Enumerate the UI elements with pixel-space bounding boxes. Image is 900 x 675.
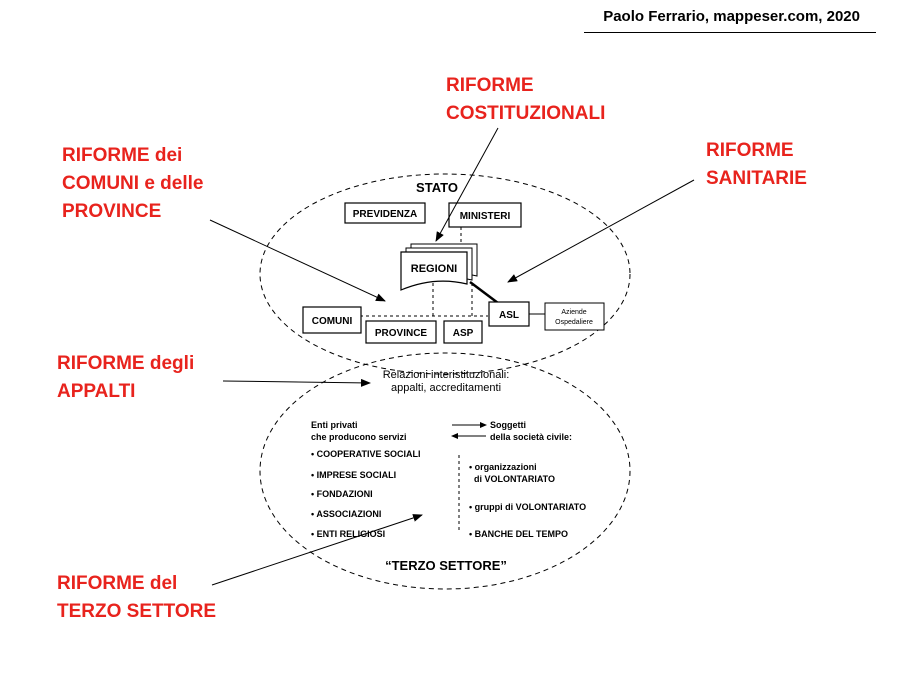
terzo-settore-ellipse: [259, 352, 631, 590]
left-list-item: • FONDAZIONI: [311, 489, 373, 499]
label-riforme-costituzionali: RIFORME COSTITUZIONALI: [446, 72, 605, 128]
enti-privati-text-1: Enti privati: [311, 420, 358, 430]
stato-title: STATO: [416, 180, 458, 195]
relazioni-text-1: Relazioni interistituzionali:: [383, 369, 510, 381]
right-list-item: • BANCHE DEL TEMPO: [469, 529, 568, 539]
left-list-item: • ASSOCIAZIONI: [311, 509, 381, 519]
aziende-box: [544, 302, 605, 331]
ministeri-text: MINISTERI: [460, 211, 511, 222]
stato-ellipse: [259, 173, 631, 375]
asl-text: ASL: [499, 310, 519, 321]
label-line: RIFORME degli: [57, 353, 195, 374]
label-riforme-terzo-settore: RIFORME del TERZO SETTORE: [57, 570, 216, 626]
label-line: RIFORME del: [57, 573, 178, 594]
label-line: PROVINCE: [62, 201, 162, 222]
label-line: COSTITUZIONALI: [446, 103, 606, 124]
asp-text: ASP: [453, 328, 474, 339]
province-text: PROVINCE: [375, 328, 428, 339]
aziende-text-2: Ospedaliere: [555, 319, 593, 326]
previdenza-box: [344, 202, 426, 224]
left-list-item: • ENTI RELIGIOSI: [311, 529, 385, 539]
arrow-costituzionali: [435, 127, 499, 242]
relazioni-text-2: appalti, accreditamenti: [391, 382, 501, 394]
label-line: TERZO SETTORE: [57, 601, 217, 622]
connector-regioni-asl: [469, 281, 499, 304]
comuni-text: COMUNI: [312, 316, 353, 327]
label-line: SANITARIE: [706, 168, 807, 189]
comuni-box: [302, 306, 362, 334]
credit-text: Paolo Ferrario, mappeser.com, 2020: [603, 8, 860, 25]
previdenza-text: PREVIDENZA: [353, 209, 417, 220]
arrow-sanitarie: [507, 179, 695, 283]
soggetti-text-1: Soggetti: [490, 420, 526, 430]
asp-box: [443, 320, 483, 344]
enti-privati-text-2: che producono servizi: [311, 432, 407, 442]
right-list-item: di VOLONTARIATO: [474, 474, 555, 484]
arrow-comuni-province: [209, 219, 386, 302]
credit-underline: [584, 32, 876, 33]
label-riforme-comuni-province: RIFORME dei COMUNI e delle PROVINCE: [62, 142, 203, 226]
regioni-text: REGIONI: [411, 263, 457, 275]
arrow-appalti: [222, 378, 371, 387]
province-box: [365, 320, 437, 344]
label-line: RIFORME dei: [62, 145, 183, 166]
label-line: APPALTI: [57, 381, 136, 402]
arrow-terzo-settore: [211, 514, 423, 586]
ministeri-box: [448, 202, 522, 228]
label-line: RIFORME: [706, 140, 794, 161]
right-list-item: • gruppi di VOLONTARIATO: [469, 502, 586, 512]
label-riforme-sanitarie: RIFORME SANITARIE: [706, 137, 807, 193]
soggetti-text-2: della società civile:: [490, 432, 572, 442]
left-list-item: • COOPERATIVE SOCIALI: [311, 449, 421, 459]
label-line: RIFORME: [446, 75, 534, 96]
left-list-item: • IMPRESE SOCIALI: [311, 470, 396, 480]
regioni-box: [400, 251, 468, 291]
terzo-settore-title: “TERZO SETTORE”: [385, 558, 507, 573]
aziende-text-1: Aziende: [561, 309, 586, 316]
label-riforme-appalti: RIFORME degli APPALTI: [57, 350, 194, 406]
label-line: COMUNI e delle: [62, 173, 204, 194]
right-list-item: • organizzazioni: [469, 462, 537, 472]
